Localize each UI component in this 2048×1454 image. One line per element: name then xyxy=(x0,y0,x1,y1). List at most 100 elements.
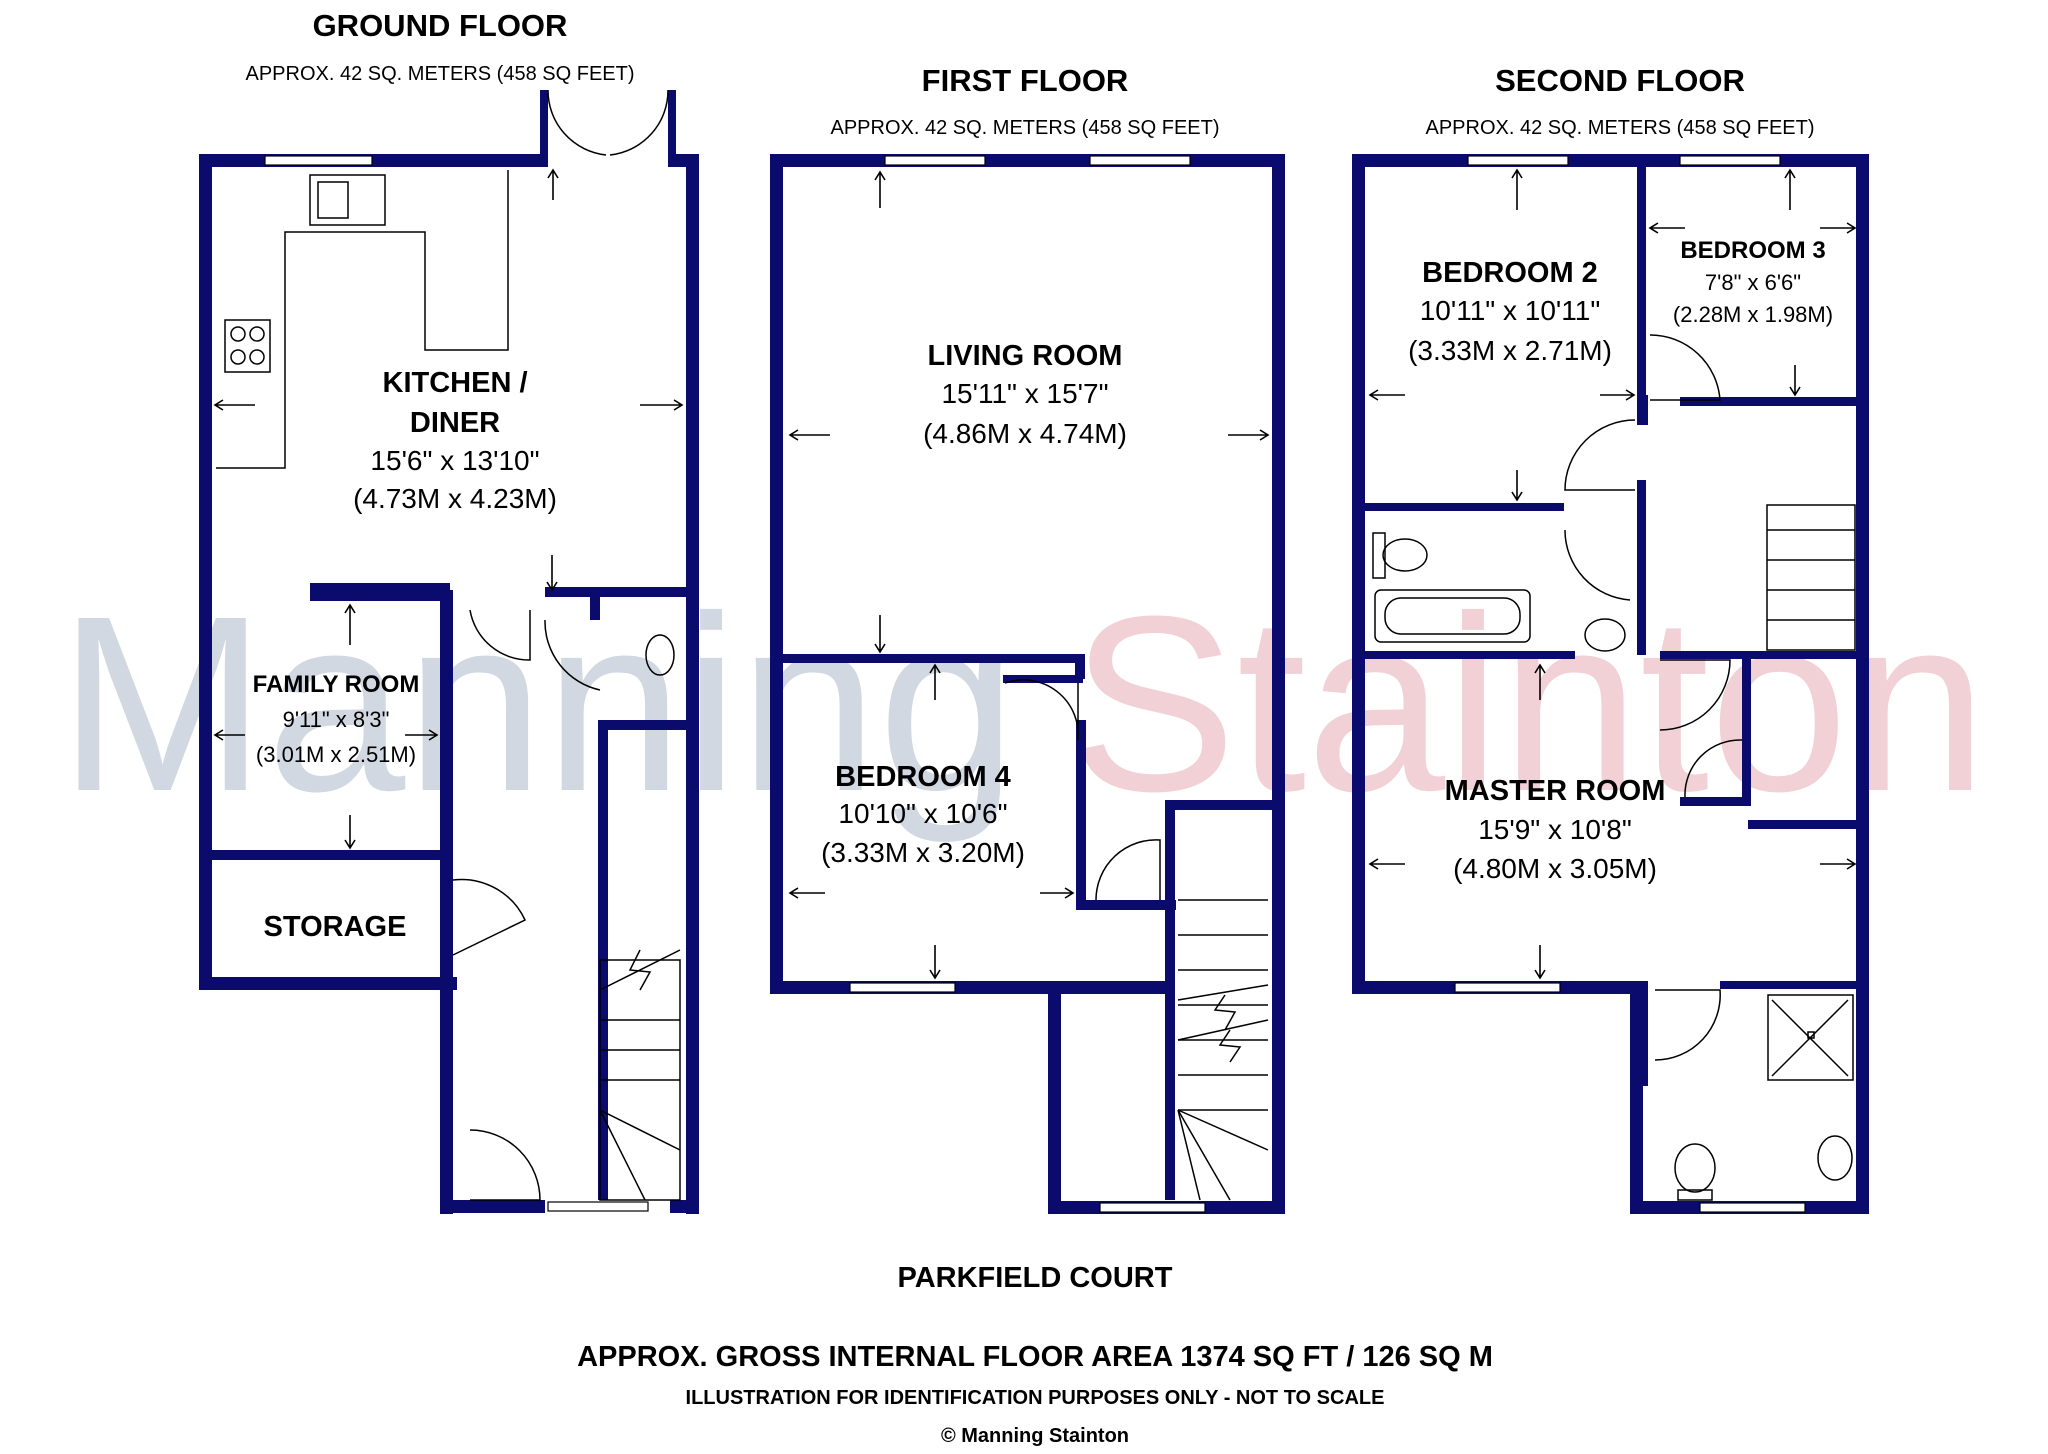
ground-french-door-right xyxy=(609,89,669,156)
ground-door-kitchen-hall xyxy=(469,609,531,661)
first-floor-title: FIRST FLOOR xyxy=(922,63,1129,98)
living-room-name: LIVING ROOM xyxy=(928,340,1123,372)
disclaimer: ILLUSTRATION FOR IDENTIFICATION PURPOSES… xyxy=(686,1387,1385,1409)
bedroom3-imperial: 7'8" x 6'6" xyxy=(1705,270,1801,295)
first-floor-plan: FIRST FLOOR APPROX. 42 SQ. METERS (458 S… xyxy=(770,63,1285,1214)
second-wall-left xyxy=(1352,154,1365,994)
gross-area: APPROX. GROSS INTERNAL FLOOR AREA 1374 S… xyxy=(577,1341,1493,1373)
ground-wc-basin xyxy=(645,634,675,676)
second-wall-ensuite-top xyxy=(1720,981,1869,989)
first-wall-bottom-left xyxy=(770,981,1170,994)
first-wall-bed4-door-post xyxy=(1075,654,1085,679)
property-name: PARKFIELD COURT xyxy=(898,1262,1173,1294)
second-door-cupboard xyxy=(1684,739,1743,798)
second-ensuite-basin xyxy=(1817,1135,1853,1181)
ground-floor-title: GROUND FLOOR xyxy=(313,8,568,43)
ground-sink xyxy=(309,174,386,226)
second-wall-ensuite-left xyxy=(1640,981,1648,1086)
ground-wc-bottom-wall xyxy=(605,720,699,730)
first-wall-top xyxy=(770,154,1285,167)
ground-wall-bottom-right xyxy=(670,1200,699,1213)
second-window-master xyxy=(1454,982,1561,993)
bedroom3-name: BEDROOM 3 xyxy=(1680,237,1825,264)
first-dimension-arrows xyxy=(788,170,1270,980)
first-floor-area: APPROX. 42 SQ. METERS (458 SQ FEET) xyxy=(831,117,1220,139)
second-dimension-arrows xyxy=(1368,168,1857,980)
first-wall-landing-left xyxy=(1165,800,1175,900)
second-wall-bath-jamb xyxy=(1637,480,1646,540)
ground-staircase xyxy=(599,949,681,1201)
ground-hob-ring xyxy=(249,349,265,365)
first-window-living-1 xyxy=(884,155,986,166)
second-wall-master-top xyxy=(1660,651,1869,659)
family-room-imperial: 9'11" x 8'3" xyxy=(283,707,390,732)
kitchen-name-line1: KITCHEN / xyxy=(383,367,528,399)
ground-floor-plan: GROUND FLOOR APPROX. 42 SQ. METERS (458 … xyxy=(199,8,699,1214)
ground-door-front xyxy=(469,1129,541,1201)
ground-wall-family-right xyxy=(440,590,453,875)
second-door-ensuite xyxy=(1654,989,1721,1061)
ground-wall-bottom-left xyxy=(199,977,457,990)
ground-hob-ring xyxy=(230,349,246,365)
first-wall-stair-left xyxy=(1165,900,1175,1200)
second-bath-basin xyxy=(1584,618,1626,652)
first-window-living-2 xyxy=(1089,155,1191,166)
second-wall-bed2-bed3 xyxy=(1637,160,1646,425)
ground-family-bottom-wall xyxy=(199,850,453,860)
second-wall-right xyxy=(1856,154,1869,1214)
kitchen-imperial: 15'6" x 13'10" xyxy=(370,445,539,476)
second-floor-plan: SECOND FLOOR APPROX. 42 SQ. METERS (458 … xyxy=(1352,63,1869,1214)
family-room-metric: (3.01M x 2.51M) xyxy=(256,742,416,767)
second-bath-inner xyxy=(1384,597,1521,635)
bedroom2-imperial: 10'11" x 10'11" xyxy=(1420,295,1601,326)
second-wall-cupboard xyxy=(1748,820,1869,829)
storage-name: STORAGE xyxy=(264,911,407,943)
master-room-imperial: 15'9" x 10'8" xyxy=(1478,814,1632,845)
copyright: © Manning Stainton xyxy=(941,1425,1129,1447)
ground-dimension-arrows xyxy=(213,168,684,850)
second-door-master xyxy=(1659,659,1731,731)
second-floor-area: APPROX. 42 SQ. METERS (458 SQ FEET) xyxy=(1426,117,1815,139)
ground-window-kitchen xyxy=(264,155,373,166)
ground-window-front xyxy=(547,1201,649,1212)
second-window-ensuite xyxy=(1699,1202,1806,1213)
first-wall-lower-left xyxy=(1048,985,1061,1214)
second-door-bedroom2 xyxy=(1564,419,1636,491)
first-staircase xyxy=(1177,899,1269,1201)
bedroom4-imperial: 10'10" x 10'6" xyxy=(838,798,1007,829)
first-door-landing xyxy=(1095,839,1161,901)
bedroom4-metric: (3.33M x 3.20M) xyxy=(821,837,1025,868)
first-wall-bed4-right xyxy=(1076,720,1086,910)
first-wall-bed4-door-top xyxy=(1003,675,1083,683)
living-room-metric: (4.86M x 4.74M) xyxy=(923,418,1127,449)
second-wall-bath-right xyxy=(1637,495,1646,655)
second-wall-top xyxy=(1352,154,1869,167)
ground-wall-right xyxy=(686,154,699,1214)
family-room-name: FAMILY ROOM xyxy=(253,671,420,698)
second-wall-bath-bottom xyxy=(1360,651,1575,659)
bedroom2-metric: (3.33M x 2.71M) xyxy=(1408,335,1612,366)
ground-hob xyxy=(224,319,271,373)
first-wall-living-bottom xyxy=(770,654,1083,663)
ground-wall-bottom-hall xyxy=(440,1200,545,1213)
second-floor-title: SECOND FLOOR xyxy=(1495,63,1745,98)
ground-door-post-left xyxy=(540,90,548,167)
watermark-part1: Manning xyxy=(58,564,1017,843)
second-wall-master-nook xyxy=(1680,797,1745,806)
ground-kitchen-worktop xyxy=(216,170,509,469)
second-ensuite-cistern xyxy=(1677,1189,1713,1201)
ground-door-storage xyxy=(452,878,526,956)
second-staircase xyxy=(1766,504,1856,651)
ground-hob-ring xyxy=(230,326,246,342)
second-bath xyxy=(1374,589,1531,643)
second-toilet-bowl xyxy=(1382,538,1428,572)
first-door-bedroom4 xyxy=(1004,679,1079,741)
ground-wc-divider xyxy=(590,590,600,620)
ground-door-post-right xyxy=(668,90,676,167)
first-wall-landing xyxy=(1175,800,1285,810)
second-toilet-cistern xyxy=(1372,532,1386,579)
footer: PARKFIELD COURT APPROX. GROSS INTERNAL F… xyxy=(577,1262,1493,1447)
ground-hob-ring xyxy=(249,326,265,342)
ground-family-top-wall xyxy=(310,583,450,601)
